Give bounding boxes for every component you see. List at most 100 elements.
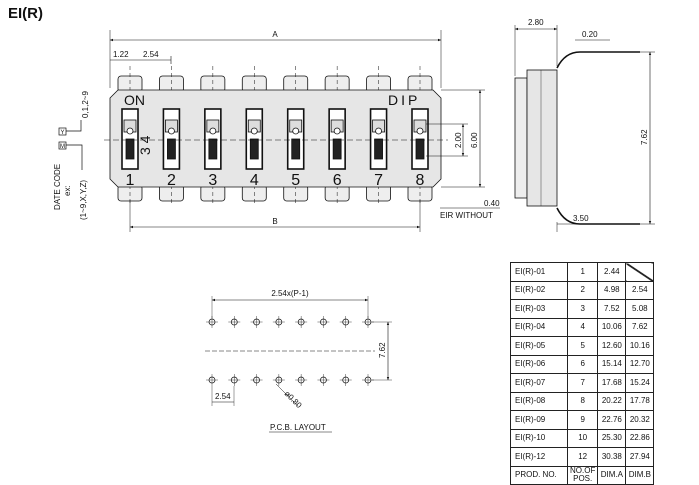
actuator-window: [415, 138, 425, 160]
switch-number: 1: [126, 172, 135, 189]
actuator-dot-icon: [333, 127, 341, 135]
table-cell: DIM.A: [597, 465, 627, 485]
actuator-dot-icon: [292, 127, 300, 135]
table-cell: 22.76: [597, 410, 627, 430]
dim-actuator-label: 2.00: [454, 132, 463, 148]
actuator-dot-icon: [375, 127, 382, 135]
actuator-dot-icon: [126, 127, 134, 135]
table-cell: EI(R)-06: [510, 354, 568, 374]
month-range: (1~9,X,Y,Z): [79, 180, 88, 220]
table-cell: 9: [566, 410, 599, 430]
table-cell: 25.30: [597, 428, 627, 448]
dim-b-label: B: [272, 217, 277, 226]
actuator-dot-icon: [209, 127, 217, 135]
pcb-row-label: 7.62: [378, 342, 387, 358]
switch-number: 8: [416, 172, 425, 189]
table-cell: EI(R)-01: [510, 262, 568, 282]
table-cell: EI(R)-09: [510, 410, 568, 430]
table-cell: NO.OF POS.: [566, 465, 599, 485]
pcb-span-label: 2.54x(P-1): [271, 289, 309, 298]
side-width-label: 2.80: [528, 18, 544, 27]
pcb-layout-label: P.C.B. LAYOUT: [270, 423, 326, 432]
date-code: [58, 120, 83, 170]
dim-body-label: 6.00: [470, 132, 479, 148]
actuator-window: [125, 138, 135, 160]
table-cell: 1: [566, 262, 599, 282]
table-cell: 3: [566, 299, 599, 319]
switch-body: [109, 89, 442, 188]
actuator-window: [332, 138, 342, 160]
table-cell: EI(R)-04: [510, 317, 568, 337]
table-cell: 7: [566, 373, 599, 393]
dip-label: DIP: [388, 92, 420, 108]
y-box-label: Y: [60, 130, 64, 136]
switch-number: 6: [333, 172, 342, 189]
pcb-pitch-label: 2.54: [215, 392, 231, 401]
dim-offset-label: 1.22: [113, 50, 129, 59]
table-cell: EI(R)-02: [510, 280, 568, 300]
table-cell: 4: [566, 317, 599, 337]
table-cell: 12.60: [597, 336, 627, 356]
table-cell: PROD. NO.: [510, 465, 568, 485]
table-cell: 10.16: [625, 336, 655, 356]
actuator-window: [374, 138, 383, 160]
table-cell: 10: [566, 428, 599, 448]
table-cell: 20.32: [625, 410, 655, 430]
table-cell: 2.54: [625, 280, 655, 300]
actuator-window: [208, 138, 218, 160]
table-cell: EI(R)-07: [510, 373, 568, 393]
table-cell: EI(R)-03: [510, 299, 568, 319]
switch-number: 3: [208, 172, 217, 189]
table-cell: DIM.B: [625, 465, 655, 485]
actuator-window: [291, 138, 301, 160]
table-cell: 15.14: [597, 354, 627, 374]
switch-number: 5: [291, 172, 300, 189]
dim-eir-label: 0.40: [484, 199, 500, 208]
table-cell: 12.70: [625, 354, 655, 374]
table-cell: 10.06: [597, 317, 627, 337]
pcb-hole-label: ø0.80: [283, 389, 304, 410]
side-height-label: 3.50: [573, 214, 589, 223]
year-range: 0,1,2~9: [81, 91, 90, 118]
table-cell: EI(R)-10: [510, 428, 568, 448]
date-code-label: DATE CODE: [53, 164, 62, 210]
table-cell: EI(R)-05: [510, 336, 568, 356]
actuator-dot-icon: [416, 127, 424, 135]
table-cell: 30.38: [597, 447, 627, 467]
actuator-dot-icon: [250, 127, 258, 135]
table-cell: 7.52: [597, 299, 627, 319]
eir-note: EIR WITHOUT: [440, 211, 493, 220]
table-cell: 17.68: [597, 373, 627, 393]
switch-number: 4: [250, 172, 259, 189]
table-cell: 8: [566, 391, 599, 411]
table-cell: [625, 262, 655, 282]
side-span-label: 7.62: [640, 129, 649, 145]
table-cell: 22.86: [625, 428, 655, 448]
table-cell: 20.22: [597, 391, 627, 411]
table-cell: 2.44: [597, 262, 627, 282]
on-label: ON: [124, 92, 145, 108]
table-cell: 4.98: [597, 280, 627, 300]
table-cell: 12: [566, 447, 599, 467]
date-code-ex: ex:: [63, 185, 72, 196]
pcb-layout: [205, 296, 392, 433]
table-cell: EI(R)-12: [510, 447, 568, 467]
top-view: [104, 30, 500, 232]
actuator-window: [167, 138, 176, 160]
switch-number: 2: [167, 172, 176, 189]
table-cell: 5: [566, 336, 599, 356]
table-cell: 5.08: [625, 299, 655, 319]
table-cell: 15.24: [625, 373, 655, 393]
dim-pitch-label: 2.54: [143, 50, 159, 59]
